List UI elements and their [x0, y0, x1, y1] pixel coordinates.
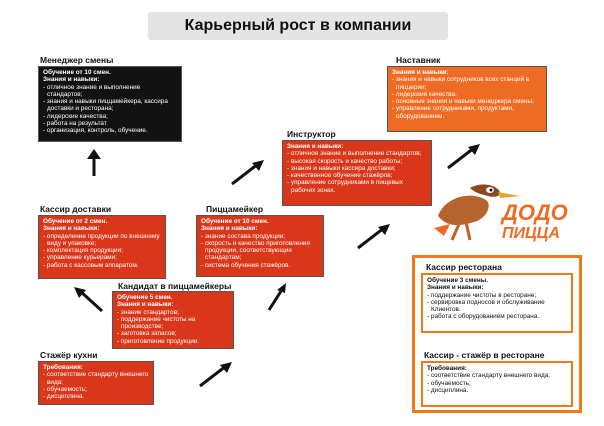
cashier-delivery-list: определение продукции по внешнему виду и… [43, 233, 161, 269]
list-item: качественное обучение стажёров; [287, 172, 427, 179]
arrow-up-right-icon [267, 283, 286, 311]
cashier-restaurant-training: Обучение 3 смены. [427, 277, 489, 284]
list-item: высокая скорость и качество работы; [287, 158, 427, 165]
shift-manager-heading: Менеджер смены [40, 55, 114, 65]
list-item: знания и навыки пиццамейкера, кассира до… [43, 98, 177, 113]
cashier-restaurant-label: Знания и навыки: [427, 284, 484, 292]
shift-manager-list: отличное знание и выполнение стандартов;… [43, 84, 177, 135]
candidate-label: Знания и навыки: [117, 301, 174, 309]
cashier-intern-box: Требования: соответствие стандарту внешн… [421, 361, 573, 407]
list-item: знание состава продукции; [201, 233, 319, 240]
list-item: определение продукции по внешнему виду и… [43, 233, 161, 248]
candidate-box: Обучение 5 смен. Знания и навыки: знание… [112, 291, 234, 349]
list-item: сервировка подносов и обслуживание Клиен… [427, 299, 567, 314]
arrow-up-right-icon [199, 362, 232, 388]
arrow-up-left-icon [74, 287, 104, 313]
arrow-up-icon [87, 149, 101, 176]
shift-manager-box: Обучение от 10 смен. Знания и навыки: от… [38, 66, 182, 142]
instructor-label: Знания и навыки: [287, 143, 344, 150]
cashier-restaurant-list: поддержание чистоты в ресторане; сервиро… [427, 292, 567, 321]
arrow-up-right-icon [447, 144, 480, 170]
list-item: скорость и качество приготовления продук… [201, 240, 319, 262]
candidate-training: Обучение 5 смен. [117, 294, 173, 301]
list-item: управление курьерами; [43, 254, 161, 261]
arrow-up-right-icon [231, 160, 264, 186]
pizzamaker-training: Обучение от 10 смен. [201, 218, 269, 225]
instructor-box: Знания и навыки: отличное знание и выпол… [282, 140, 432, 206]
cashier-intern-list: соответствие стандарту внешнего вида; об… [427, 372, 567, 394]
list-item: соответствие стандарту внешнего вида; [43, 371, 149, 386]
list-item: комплектация продукции; [43, 247, 161, 254]
intern-list: соответствие стандарту внешнего вида; об… [43, 371, 149, 400]
restaurant-track-frame [412, 255, 582, 413]
mentor-box: Знания и навыки: знания и навыки сотрудн… [387, 66, 547, 132]
logo-line2: ПИЦЦА [502, 225, 560, 242]
list-item: работа на результат [43, 120, 177, 127]
cashier-delivery-label: Знания и навыки: [43, 225, 100, 233]
list-item: основные знания и навыки менеджера смены… [392, 98, 542, 105]
instructor-heading: Инструктор [287, 129, 336, 139]
list-item: отличное знание и выполнение стандартов; [43, 84, 177, 99]
list-item: организация, контроль, обучение. [43, 127, 177, 134]
list-item: дисциплина. [43, 393, 149, 400]
list-item: поддержание чистоты в ресторане; [427, 292, 567, 299]
list-item: управление сотрудниками, продуктами, обо… [392, 105, 542, 120]
list-item: обучаемость; [43, 386, 149, 393]
list-item: заготовка запасов; [117, 330, 229, 337]
list-item: лидерские качества; [43, 113, 177, 120]
dodo-pizza-logo: ДОДО ПИЦЦА [434, 184, 568, 242]
intern-box: Требования: соответствие стандарту внешн… [38, 361, 154, 405]
list-item: знание стандартов; [117, 309, 229, 316]
arrow-up-right-icon [357, 224, 390, 250]
list-item: поддержание чистоты на производстве; [117, 316, 229, 331]
pizzamaker-heading: Пиццамейкер [206, 204, 264, 214]
list-item: работа с оборудованием ресторана. [427, 313, 567, 320]
mentor-label: Знания и навыки: [392, 69, 449, 76]
mentor-list: знания и навыки сотрудников всех станций… [392, 76, 542, 120]
intern-heading: Стажёр кухни [40, 350, 98, 360]
cashier-delivery-box: Обучение от 2 смен. Знания и навыки: опр… [38, 215, 166, 279]
intern-label: Требования: [43, 364, 83, 371]
logo-line1: ДОДО [500, 200, 568, 225]
candidate-heading: Кандидат в пиццамейкеры [118, 281, 232, 291]
list-item: знания и навыки сотрудников всех станций… [392, 76, 542, 91]
list-item: обучаемость; [427, 380, 567, 387]
pizzamaker-label: Знания и навыки: [201, 225, 258, 233]
cashier-delivery-heading: Кассир доставки [40, 204, 112, 214]
cashier-restaurant-box: Обучение 3 смены. Знания и навыки: подде… [421, 273, 573, 333]
list-item: знания и навыки кассира доставки; [287, 165, 427, 172]
cashier-restaurant-heading: Кассир ресторана [426, 262, 502, 272]
list-item: соответствие стандарту внешнего вида; [427, 372, 567, 379]
list-item: управление сотрудниками в пищевых рабочи… [287, 179, 427, 194]
cashier-delivery-training: Обучение от 2 смен. [43, 218, 108, 225]
mentor-heading: Наставник [396, 55, 441, 65]
instructor-list: отличное знание и выполнение стандартов;… [287, 150, 427, 194]
list-item: приготовление продукции. [117, 338, 229, 345]
list-item: система обучения стажёров. [201, 262, 319, 269]
pizzamaker-list: знание состава продукции; скорость и кач… [201, 233, 319, 269]
list-item: отличное знание и выполнение стандартов; [287, 150, 427, 157]
shift-manager-label: Знания и навыки: [43, 76, 100, 84]
pizzamaker-box: Обучение от 10 смен. Знания и навыки: зн… [196, 215, 324, 277]
list-item: дисциплина. [427, 387, 567, 394]
list-item: работа с кассовым аппаратом. [43, 262, 161, 269]
cashier-intern-label: Требования: [427, 365, 467, 372]
shift-manager-training: Обучение от 10 смен. [43, 69, 111, 76]
cashier-intern-heading: Кассир - стажёр в ресторане [424, 350, 545, 360]
list-item: лидерские качества. [392, 91, 542, 98]
candidate-list: знание стандартов; поддержание чистоты н… [117, 309, 229, 345]
page-title: Карьерный рост в компании [148, 12, 448, 40]
